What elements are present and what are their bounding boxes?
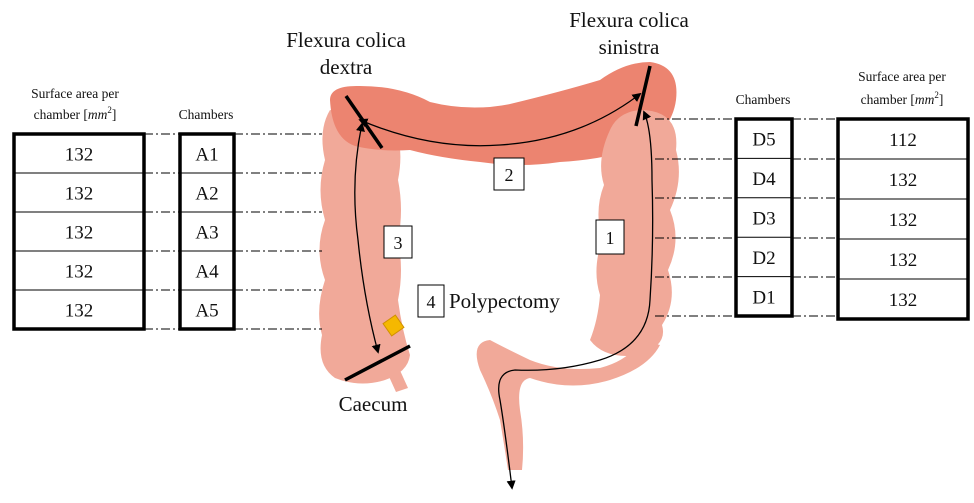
right-chambers-cell-1: D4 <box>752 169 776 190</box>
left-surface-cell-2: 132 <box>65 223 94 244</box>
left-surface-cell-0: 132 <box>65 145 94 166</box>
left-chambers-cell-1: A2 <box>195 184 218 205</box>
flexura-dextra-label-line2: dextra <box>320 55 373 79</box>
left-surface-header-line1: Surface area per <box>31 86 119 101</box>
svg-text:4: 4 <box>427 292 436 312</box>
svg-text:1: 1 <box>606 228 615 248</box>
segment-label-4: 4 <box>418 285 444 317</box>
appendix <box>386 366 408 392</box>
flexura-dextra-label-line1: Flexura colica <box>286 28 406 52</box>
right-chambers-cell-4: D1 <box>752 287 775 308</box>
svg-text:3: 3 <box>394 233 403 253</box>
right-chambers-cell-3: D2 <box>752 248 775 269</box>
svg-text:2: 2 <box>505 165 514 185</box>
left-surface-cell-4: 132 <box>65 301 94 322</box>
right-surface-cell-1: 132 <box>889 170 918 191</box>
segment-label-3: 3 <box>384 226 412 258</box>
right-surface-header-line2: chamber [mm2] <box>861 90 944 107</box>
left-surface-cell-3: 132 <box>65 262 94 283</box>
left-chambers-cell-4: A5 <box>195 301 218 322</box>
right-chambers-cell-0: D5 <box>752 130 775 151</box>
left-chambers-cell-2: A3 <box>195 223 218 244</box>
right-surface-cell-4: 132 <box>889 290 918 311</box>
sigmoid-colon <box>477 340 660 470</box>
left-chambers-cell-0: A1 <box>195 145 218 166</box>
caecum-label: Caecum <box>339 392 408 416</box>
right-surface-cell-0: 112 <box>889 130 917 151</box>
polypectomy-label: Polypectomy <box>449 289 560 313</box>
right-surface-cell-3: 132 <box>889 250 918 271</box>
left-chambers-header: Chambers <box>179 107 234 122</box>
flexura-sinistra-label-line1: Flexura colica <box>569 8 689 32</box>
right-chambers-header: Chambers <box>736 92 791 107</box>
left-chambers-cell-3: A4 <box>195 262 219 283</box>
right-chambers-cell-2: D3 <box>752 209 775 230</box>
segment-label-2: 2 <box>494 158 524 190</box>
left-surface-header-line2: chamber [mm2] <box>34 105 117 122</box>
left-surface-cell-1: 132 <box>65 184 94 205</box>
segment-label-1: 1 <box>596 220 624 254</box>
flexura-sinistra-label-line2: sinistra <box>599 35 660 59</box>
right-surface-cell-2: 132 <box>889 210 918 231</box>
right-surface-header-line1: Surface area per <box>858 69 946 84</box>
